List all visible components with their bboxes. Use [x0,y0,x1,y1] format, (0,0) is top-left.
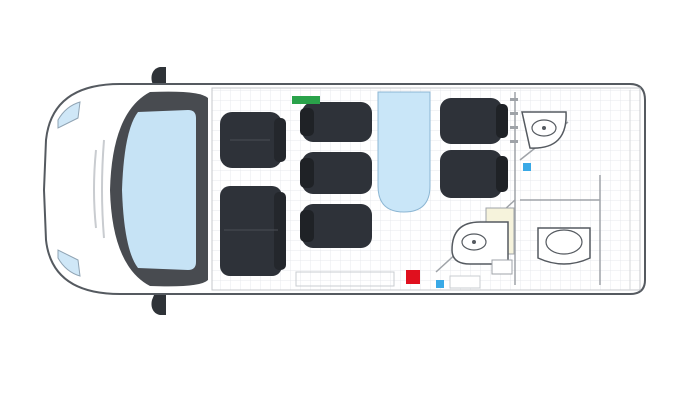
blue-marker-floor [436,280,444,288]
wall-fixtures [510,98,518,143]
red-marker [406,270,420,284]
driver-seat [220,112,286,168]
cab-bench [220,186,286,276]
sink-bottom [451,221,513,275]
table [377,91,431,213]
seat-rear-right-1 [440,98,508,144]
mirror-right [151,290,166,315]
windshield [122,110,196,270]
blue-marker-wall [523,163,531,171]
floor-edge-details [295,271,481,289]
sink-top [521,111,567,149]
hood-lines [93,139,105,239]
seat-row1-left [300,102,372,142]
headlight-right [57,249,81,277]
green-marker [292,96,320,104]
seat-row3-left [300,204,372,248]
seat-rear-right-2 [440,150,508,198]
seat-row2-left [300,152,372,194]
headlight-left [57,101,81,129]
toilet-icon [537,227,591,265]
